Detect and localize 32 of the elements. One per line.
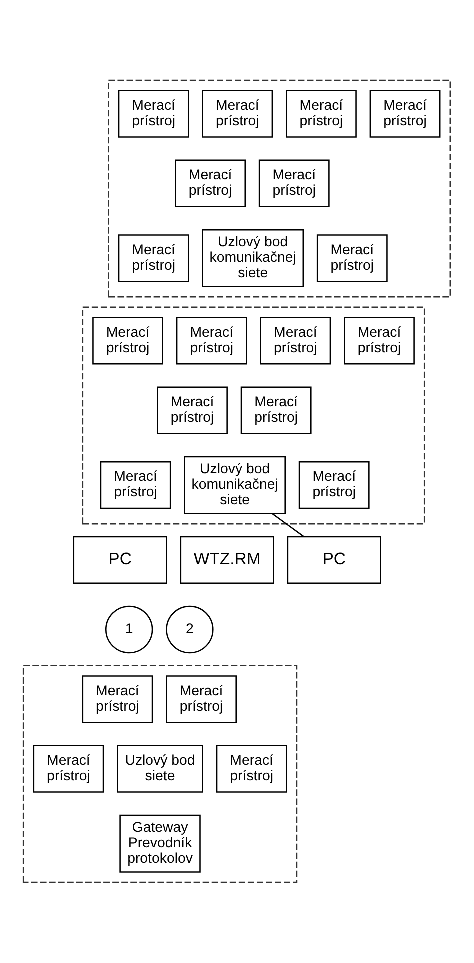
node-box: Merací prístroj <box>118 234 190 282</box>
node-box: Uzlový bod komunikačnej siete <box>202 229 304 288</box>
node-box: Merací prístroj <box>100 462 172 510</box>
node-box: Merací prístroj <box>258 160 330 208</box>
cluster <box>108 80 452 298</box>
node-box: Merací prístroj <box>157 386 228 434</box>
node-box: PC <box>287 536 382 584</box>
node-box: Merací prístroj <box>82 676 154 724</box>
node-box: Gateway Prevodník protokolov <box>120 814 201 873</box>
node-box: Merací prístroj <box>240 386 312 434</box>
node-box: Merací prístroj <box>175 160 246 208</box>
node-box: Merací prístroj <box>298 462 370 510</box>
node-box: Merací prístroj <box>118 90 190 138</box>
node-circle: 2 <box>166 606 214 654</box>
node-box: Merací prístroj <box>286 90 357 138</box>
node-box: Merací prístroj <box>260 317 332 365</box>
node-box: Uzlový bod komunikačnej siete <box>184 456 286 514</box>
node-box: Uzlový bod siete <box>117 745 204 793</box>
node-circle: 1 <box>105 606 154 654</box>
node-box: Merací prístroj <box>166 676 237 724</box>
cluster <box>82 306 426 525</box>
node-box: Merací prístroj <box>33 745 104 793</box>
node-box: Merací prístroj <box>92 317 164 365</box>
node-box: PC <box>73 536 168 584</box>
node-box: Merací prístroj <box>176 317 248 365</box>
node-box: Merací prístroj <box>202 90 274 138</box>
node-box: Merací prístroj <box>370 90 441 138</box>
node-box: Merací prístroj <box>316 234 388 282</box>
node-box: Merací prístroj <box>216 745 288 793</box>
node-box: Merací prístroj <box>344 317 415 365</box>
cluster <box>22 665 298 884</box>
node-box: WTZ.RM <box>180 536 274 584</box>
